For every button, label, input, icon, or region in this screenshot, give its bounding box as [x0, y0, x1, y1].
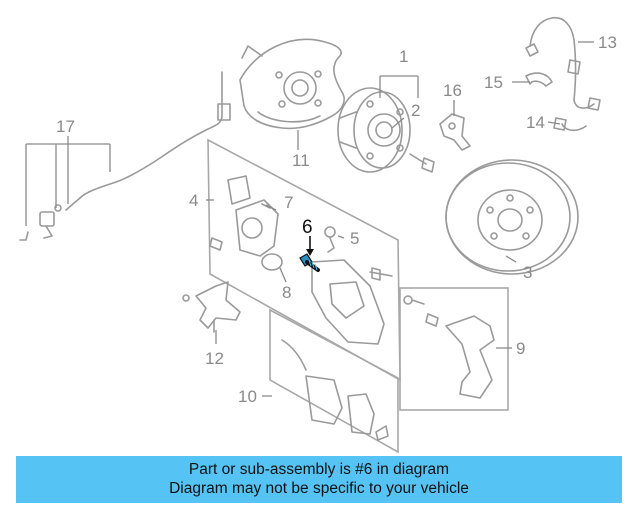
callout-10: 10 — [238, 387, 257, 406]
banner-line-part: Part or sub-assembly is #6 in diagram — [188, 461, 450, 478]
banner-line-disclaimer: Diagram may not be specific to your vehi… — [169, 480, 469, 497]
callout-11: 11 — [292, 151, 310, 170]
callout-6: 6 — [302, 217, 313, 238]
part-3-brake-rotor — [445, 159, 579, 275]
frame-9-bracket-set — [399, 287, 509, 411]
callout-14: 14 — [526, 113, 545, 132]
part-9-caliper-bracket — [403, 295, 495, 399]
part-1-wheel-hub — [337, 87, 411, 173]
callout-8: 8 — [282, 283, 291, 302]
part-11-dust-shield — [239, 38, 345, 130]
callout-leaders — [206, 41, 594, 397]
part-8-seal-ring — [261, 253, 283, 271]
part-caliper-housing — [311, 259, 393, 345]
frame-10-brake-pads — [269, 308, 399, 454]
part-5-bleeder — [324, 226, 336, 253]
callout-17: 17 — [56, 117, 75, 136]
callout-4: 4 — [189, 191, 198, 210]
part-14-brake-line — [553, 97, 601, 132]
part-7-caliper-piston — [227, 175, 279, 257]
part-13-brake-hose — [525, 16, 581, 101]
callout-12: 12 — [205, 349, 224, 368]
callout-15: 15 — [484, 73, 503, 92]
part-10-brake-pads — [281, 339, 389, 441]
callout-3: 3 — [523, 263, 532, 282]
callout-5: 5 — [350, 229, 359, 248]
callout-16: 16 — [443, 81, 462, 100]
part-6-guide-bolt — [299, 236, 320, 272]
part-15-hose-clip — [525, 72, 553, 87]
callout-13: 13 — [598, 33, 617, 52]
info-banner: Part or sub-assembly is #6 in diagram Di… — [16, 456, 622, 503]
part-16-bracket — [439, 113, 471, 151]
part-17-sensor-cable — [19, 71, 231, 241]
callout-9: 9 — [516, 339, 525, 358]
part-12-mount-bracket — [182, 281, 241, 333]
callout-1: 1 — [399, 47, 408, 66]
callout-7: 7 — [284, 193, 293, 212]
part-small-bolt — [209, 237, 223, 251]
brake-assembly-diagram: 1 2 3 4 5 6 7 8 9 10 11 12 13 14 15 16 1… — [19, 16, 617, 454]
callout-17-leaders — [25, 136, 111, 226]
hub-bolt — [409, 153, 435, 173]
callout-2: 2 — [411, 101, 420, 120]
